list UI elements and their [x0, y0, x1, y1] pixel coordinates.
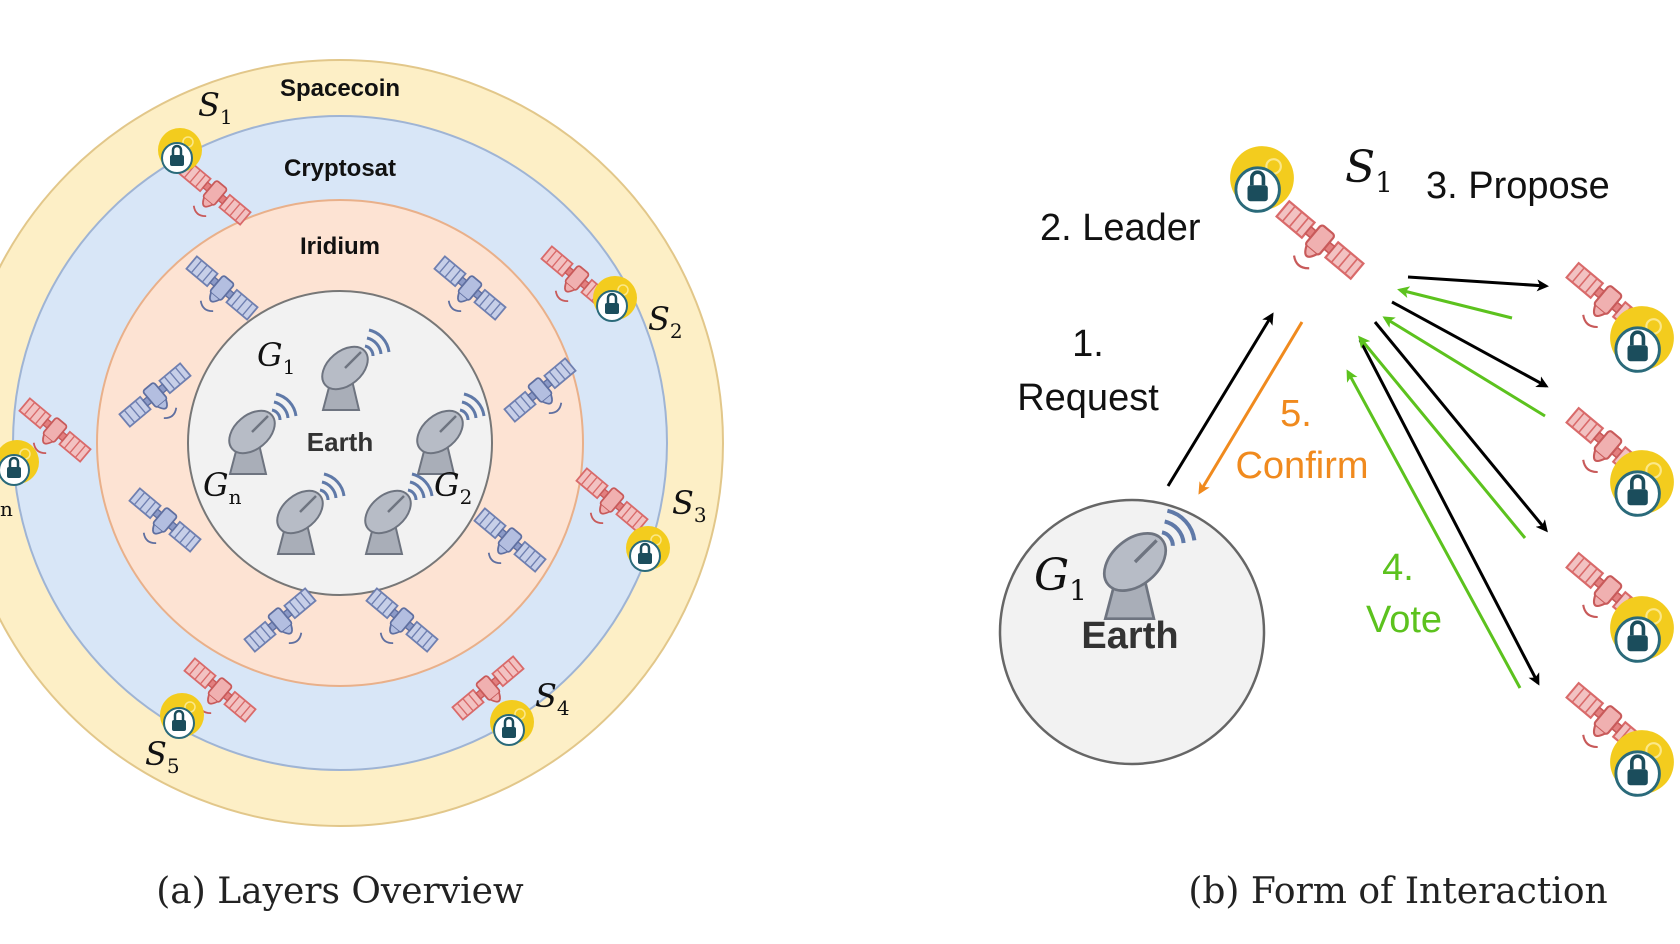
vote-arrow	[1358, 335, 1527, 539]
earth-label: Earth	[307, 427, 373, 457]
propose-arrow	[1407, 275, 1549, 292]
step-propose-label: 3. Propose	[1426, 165, 1610, 207]
step-request-label: Request	[1017, 377, 1159, 419]
coin-lock-icon	[1228, 144, 1296, 214]
request-arrow	[1166, 312, 1274, 487]
leader-label-s1: S1	[1345, 142, 1393, 199]
sat-label-s2: S2	[648, 300, 683, 343]
step-confirm-label: Confirm	[1235, 445, 1368, 487]
vote-arrow	[1346, 369, 1522, 689]
propose-arrow	[1391, 300, 1549, 388]
earth-circle	[998, 498, 1266, 766]
ground-label-g1: G1	[1034, 550, 1087, 607]
sat-label-s4: S4	[535, 677, 570, 720]
propose-arrow	[1358, 339, 1540, 686]
caption-b: (b) Form of Interaction	[1188, 871, 1607, 912]
coin-lock-icon	[1608, 728, 1676, 798]
ring-label-iridium: Iridium	[300, 233, 380, 260]
step-leader-label: 2. Leader	[1040, 207, 1201, 249]
panel-form-of-interaction: G1 Earth S1 1. Request 2. Leader 3. Prop…	[998, 142, 1676, 912]
ground-label-g2: G2	[434, 466, 472, 509]
sat-label-sn-clipped: n	[0, 497, 13, 521]
step-vote-label: Vote	[1366, 599, 1442, 641]
caption-a: (a) Layers Overview	[156, 871, 524, 912]
sat-label-s1: S1	[198, 86, 233, 129]
satellite-icon	[1260, 197, 1367, 298]
sat-label-s3: S3	[672, 484, 707, 527]
vote-arrow	[1382, 316, 1546, 418]
sat-label-s5: S5	[145, 735, 180, 778]
propose-arrow	[1373, 321, 1548, 533]
ring-label-cryptosat: Cryptosat	[284, 155, 396, 182]
step-confirm-number: 5.	[1280, 393, 1312, 435]
ground-label-gn: Gn	[203, 466, 242, 509]
ground-label-g1: G1	[257, 336, 295, 379]
vote-arrow	[1397, 286, 1513, 320]
coin-lock-icon	[1608, 304, 1676, 374]
earth-core	[187, 290, 493, 596]
earth-label: Earth	[1081, 615, 1178, 657]
ring-label-spacecoin: Spacecoin	[280, 75, 400, 102]
panel-layers-overview: Spacecoin Cryptosat Iridium Earth G1 G2 …	[0, 59, 724, 912]
step-vote-number: 4.	[1382, 547, 1414, 589]
coin-lock-icon	[1608, 448, 1676, 518]
confirm-arrow	[1198, 321, 1304, 495]
coin-lock-icon	[1608, 594, 1676, 664]
step-request-number: 1.	[1072, 323, 1104, 365]
